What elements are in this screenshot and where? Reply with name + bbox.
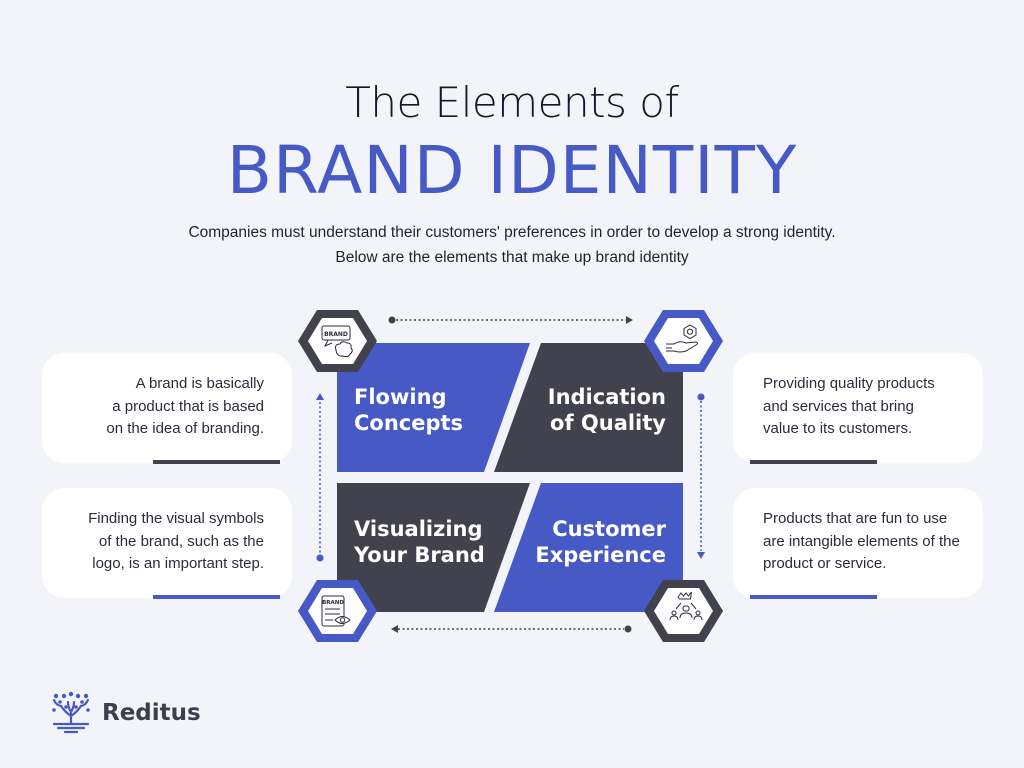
description-line: and services that bring <box>763 397 914 415</box>
description-card-indication-quality: Providing quality products and services … <box>733 353 983 463</box>
title-line-1: The Elements of <box>345 78 679 127</box>
description-card-customer-experience: Products that are fun to use are intangi… <box>733 488 983 598</box>
title-line-2: BRAND IDENTITY <box>226 132 798 209</box>
hexagon-brand-speech-brain: BRAND <box>298 310 377 372</box>
card-underline <box>153 460 280 464</box>
svg-text:BRAND: BRAND <box>322 600 344 606</box>
description-line: are intangible elements of the <box>763 532 960 550</box>
subtitle-line-2: Below are the elements that make up bran… <box>335 249 689 266</box>
description-text: Products that are fun to use are intangi… <box>763 508 960 576</box>
description-line: of the brand, such as the <box>98 532 264 550</box>
description-card-visualizing-brand: Finding the visual symbols of the brand,… <box>42 488 292 598</box>
label-visualizing-brand: Visualizing Your Brand <box>354 516 485 568</box>
label-line: Customer <box>552 517 666 541</box>
description-line: Finding the visual symbols <box>88 510 264 527</box>
description-text: Finding the visual symbols of the brand,… <box>88 508 264 576</box>
hexagon-crown-customers <box>644 580 723 642</box>
label-line: Visualizing <box>354 517 483 541</box>
label-customer-experience: Customer Experience <box>535 516 666 568</box>
hexagon-hand-gem <box>644 310 723 372</box>
panel-flowing-concepts <box>337 343 530 472</box>
description-line: Products that are fun to use <box>763 510 948 527</box>
description-line: logo, is an important step. <box>92 555 264 572</box>
bottom-connector-arrow <box>391 625 632 633</box>
description-text: Providing quality products and services … <box>763 373 935 441</box>
right-connector-arrow <box>697 393 705 559</box>
tree-logo-icon <box>52 691 90 734</box>
description-line: value to its customers. <box>763 420 913 437</box>
top-connector-arrow <box>388 316 633 324</box>
description-line: product or service. <box>763 555 887 572</box>
label-line: Indication <box>547 385 666 409</box>
description-card-flowing-concepts: A brand is basically a product that is b… <box>42 353 292 463</box>
label-line: of Quality <box>550 411 666 435</box>
hand-holding-gem-icon <box>666 324 698 353</box>
label-line: Your Brand <box>354 543 485 567</box>
svg-text:BRAND: BRAND <box>324 331 348 338</box>
brand-document-eye-icon: BRAND <box>321 595 351 627</box>
description-line: on the idea of branding. <box>106 420 264 437</box>
label-line: Concepts <box>354 411 464 435</box>
panel-visualizing-brand <box>337 483 530 612</box>
left-connector-arrow <box>316 393 324 562</box>
crown-customers-icon <box>669 591 703 621</box>
subtitle-line-1: Companies must understand their customer… <box>188 224 836 241</box>
description-text: A brand is basically a product that is b… <box>106 373 264 441</box>
label-flowing-concepts: Flowing Concepts <box>354 384 463 436</box>
brand-speech-brain-icon: BRAND <box>321 325 353 358</box>
label-indication-quality: Indication of Quality <box>548 384 666 436</box>
description-line: A brand is basically <box>135 375 264 392</box>
brand-name: Reditus <box>102 700 201 726</box>
description-line: a product that is based <box>112 397 264 415</box>
card-underline <box>750 460 877 464</box>
label-line: Experience <box>535 543 666 567</box>
panel-indication-quality <box>494 343 683 472</box>
description-line: Providing quality products <box>763 375 935 392</box>
panel-customer-experience <box>494 483 683 612</box>
card-underline <box>153 595 280 599</box>
hexagon-brand-document-eye: BRAND <box>298 580 377 642</box>
label-line: Flowing <box>354 385 447 409</box>
card-underline <box>750 595 877 599</box>
